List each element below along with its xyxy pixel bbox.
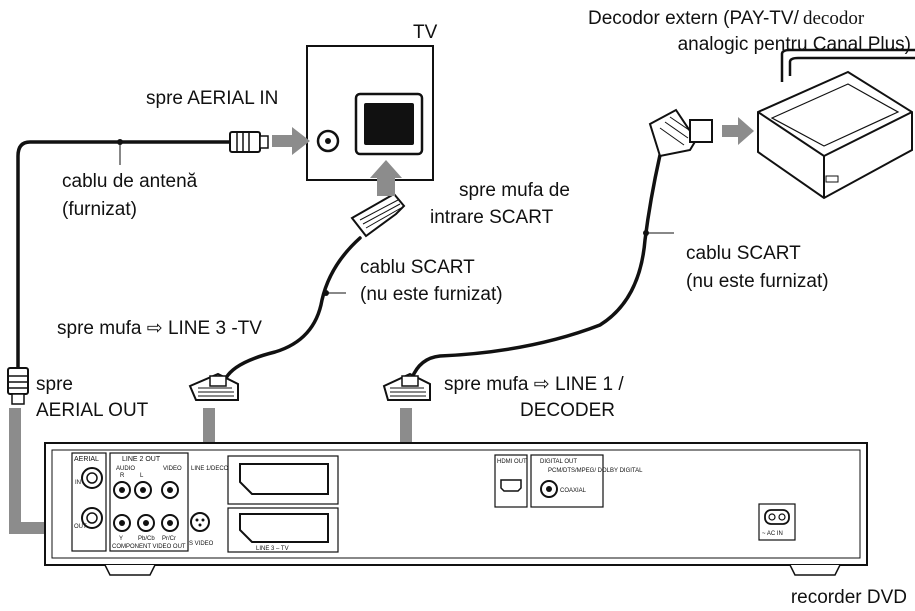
line3-jack-label: spre mufa ⇨ LINE 3 -TV	[57, 318, 262, 339]
dvd-recorder: AERIAL IN OUT LINE 2 OUT AUDIO VIDEO R L…	[44, 442, 868, 576]
panel-out-label: OUT	[74, 524, 87, 530]
arrow-to-aerial-in	[272, 127, 310, 155]
line1-jack-label-1: spre mufa ⇨ LINE 1 /	[444, 374, 624, 395]
decoder-label-line1: Decodor extern (PAY-TV/	[588, 8, 800, 29]
panel-s-video-label: S VIDEO	[189, 541, 214, 547]
scart-plug-tv	[350, 192, 406, 238]
aerial-out-label-2: AERIAL OUT	[36, 400, 149, 421]
panel-hdmi-label: HDMI OUT	[497, 459, 527, 465]
decoder-label-line2: analogic pentru Canal Plus)	[678, 34, 911, 55]
tv-label: TV	[413, 22, 438, 43]
recorder-label: recorder DVD	[791, 587, 907, 608]
tv-scart-socket-inner	[364, 103, 414, 145]
antenna-cable-label-1: cablu de antenă	[62, 171, 198, 192]
tv-set	[306, 45, 434, 181]
scart-cable-left-label-2: (nu este furnizat)	[360, 284, 503, 305]
scart-cable-right-label-2: (nu este furnizat)	[686, 271, 829, 292]
panel-audio-label: AUDIO	[116, 466, 135, 472]
panel-line1-label: LINE 1/DECODER	[191, 466, 242, 472]
recorder-aerial-in	[81, 467, 103, 489]
panel-ac-in-label: ~ AC IN	[762, 531, 783, 537]
hdmi-port	[500, 479, 522, 492]
coax-plug-recorder	[7, 367, 29, 405]
scart-cable-right	[410, 153, 662, 380]
scart-plug-line1	[382, 372, 431, 401]
panel-aerial-label: AERIAL	[74, 456, 99, 463]
line1-jack-label-2: DECODER	[520, 400, 615, 421]
panel-pb-label: Pb/Cb	[138, 536, 155, 542]
antenna-cable-label-2: (furnizat)	[62, 199, 137, 220]
scart-socket-line3	[239, 513, 329, 543]
arrow-to-scart-in	[370, 160, 402, 196]
decoder-power-cord-2	[780, 48, 915, 82]
antenna-cable	[16, 140, 234, 372]
scart-plug-decoder	[648, 108, 713, 158]
panel-digital-out-label: DIGITAL OUT	[540, 459, 577, 465]
tv-aerial-in-pin	[325, 138, 331, 144]
scart-cable-right-label-1: cablu SCART	[686, 243, 801, 264]
panel-line2-label: LINE 2 OUT	[122, 456, 161, 463]
scart-in-label-2: intrare SCART	[430, 207, 554, 228]
scart-cable-left	[224, 236, 362, 380]
panel-l-label: L	[140, 473, 144, 479]
panel-in-label: IN	[75, 480, 81, 486]
panel-digital-formats-label: PCM/DTS/MPEG/ DOLBY DIGITAL	[548, 468, 643, 474]
scart-in-label-1: spre mufa de	[459, 180, 570, 201]
panel-coaxial-label: COAXIAL	[560, 488, 587, 494]
ac-in-socket	[764, 509, 790, 525]
panel-video-label: VIDEO	[163, 466, 182, 472]
panel-component-label: COMPONENT VIDEO OUT	[112, 544, 186, 550]
aerial-in-label: spre AERIAL IN	[146, 88, 278, 109]
panel-pr-label: Pr/Cr	[162, 536, 176, 542]
external-decoder	[757, 70, 913, 200]
jack-s-video	[190, 512, 210, 532]
panel-line3-label: LINE 3 – TV	[256, 546, 289, 552]
panel-y-label: Y	[119, 536, 123, 542]
panel-r-label: R	[120, 473, 125, 479]
arrow-to-decoder	[722, 117, 754, 145]
scart-socket-line1	[239, 463, 329, 495]
aerial-out-label-1: spre	[36, 374, 73, 395]
decoder-power-cord	[788, 56, 915, 76]
decoder-label-serif: decodor	[803, 8, 865, 29]
scart-plug-line3	[188, 372, 239, 401]
recorder-aerial-out	[81, 507, 103, 529]
coax-plug-tv	[229, 131, 269, 153]
scart-cable-left-label-1: cablu SCART	[360, 257, 475, 278]
